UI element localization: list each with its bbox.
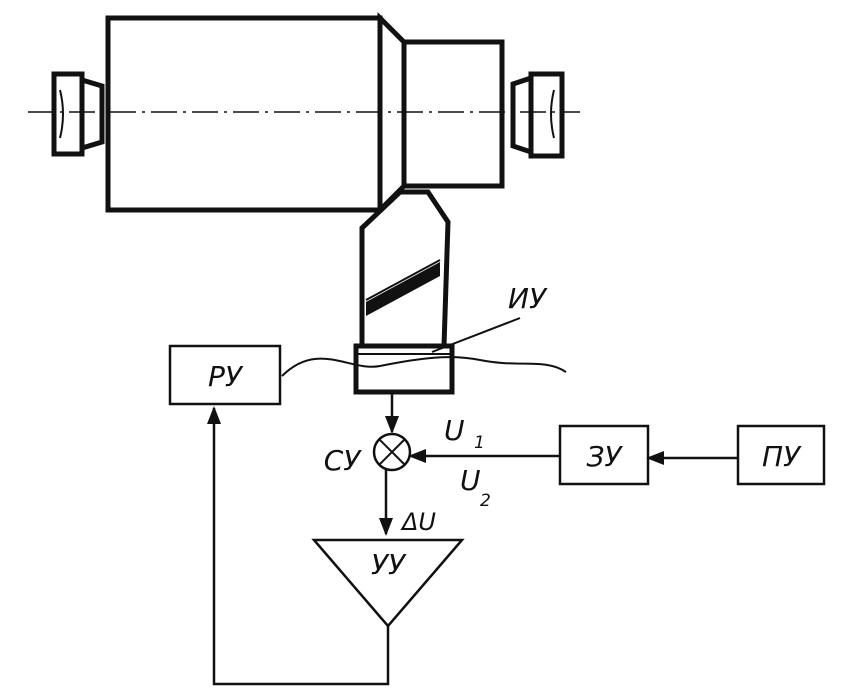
- svg-text:U: U: [444, 414, 465, 447]
- uu-block: УУ: [311, 538, 465, 628]
- u2-label: U 2: [460, 464, 491, 511]
- left-center: [51, 71, 105, 157]
- u1-label: U 1: [444, 414, 485, 453]
- ru-label: РУ: [208, 360, 244, 393]
- workpiece-shoulder: [377, 11, 407, 217]
- machine-assembly: [28, 11, 580, 349]
- pu-label: ПУ: [762, 440, 802, 473]
- workpiece-small-diameter: [401, 39, 505, 189]
- pu-block: ПУ: [736, 424, 826, 486]
- iu-label: ИУ: [508, 282, 548, 315]
- su-label: СУ: [324, 444, 363, 477]
- drill-tool: [359, 189, 451, 349]
- comparator-su: СУ: [324, 432, 412, 477]
- ru-block: РУ: [168, 344, 282, 406]
- right-center: [510, 71, 565, 159]
- delta-u-label: ΔU: [400, 508, 436, 536]
- uu-to-ru-feedback-arrow: [207, 406, 390, 686]
- workpiece-large-diameter: [105, 15, 383, 213]
- sensor-iu: ИУ: [281, 282, 567, 395]
- svg-text:1: 1: [474, 433, 485, 453]
- zu-block: ЗУ: [558, 424, 650, 486]
- svg-text:2: 2: [480, 491, 491, 511]
- uu-label: УУ: [371, 548, 407, 581]
- zu-label: ЗУ: [586, 440, 623, 473]
- svg-text:U: U: [460, 464, 481, 497]
